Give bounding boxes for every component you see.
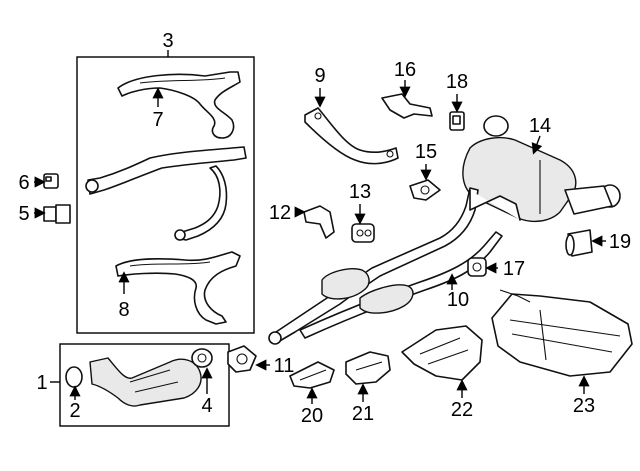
leader-14 (531, 135, 543, 155)
part-12-bracket (303, 205, 335, 239)
callout-13: 13 (349, 181, 371, 203)
part-3-pipe-assembly (85, 146, 247, 241)
part-11-gasket (227, 345, 257, 373)
part-6-clip (43, 173, 59, 189)
part-17-hanger (467, 257, 487, 277)
part-15-gasket (409, 179, 441, 201)
part-13-hanger (351, 223, 375, 243)
callout-2: 2 (69, 400, 80, 422)
callout-21: 21 (352, 403, 374, 425)
part-9-bracket (304, 107, 399, 165)
part-23-heat-shield (491, 289, 633, 377)
callout-9: 9 (314, 65, 325, 87)
callout-18: 18 (446, 71, 468, 93)
part-19-exhaust-tip (565, 229, 593, 257)
part-22-heat-shield (401, 325, 483, 381)
callout-5: 5 (18, 203, 29, 225)
callout-4: 4 (201, 395, 212, 417)
callout-20: 20 (301, 405, 323, 427)
part-7-front-pipe (117, 71, 241, 139)
callout-16: 16 (394, 59, 416, 81)
callout-7: 7 (152, 109, 163, 131)
part-1-catalytic-converter (65, 348, 213, 407)
callout-10: 10 (447, 289, 469, 311)
callout-8: 8 (118, 299, 129, 321)
part-21-heat-shield (345, 351, 391, 385)
callout-17: 17 (503, 258, 525, 280)
callout-1: 1 (36, 372, 47, 394)
callout-6: 6 (18, 172, 29, 194)
callout-11: 11 (274, 355, 295, 377)
callout-14: 14 (529, 115, 551, 137)
callout-15: 15 (415, 141, 437, 163)
callout-3: 3 (162, 30, 173, 52)
part-16-bracket (381, 93, 433, 119)
part-18-mount (449, 111, 465, 131)
part-5-clip (43, 204, 71, 224)
callout-19: 19 (609, 231, 631, 253)
group-box-3 (76, 56, 255, 334)
callout-22: 22 (451, 399, 473, 421)
callout-12: 12 (269, 202, 291, 224)
callout-23: 23 (573, 395, 595, 417)
part-8-pipe (115, 251, 241, 325)
part-10-rear-pipe (268, 187, 521, 345)
group-box-1 (59, 343, 230, 427)
part-20-heat-shield (289, 361, 335, 389)
